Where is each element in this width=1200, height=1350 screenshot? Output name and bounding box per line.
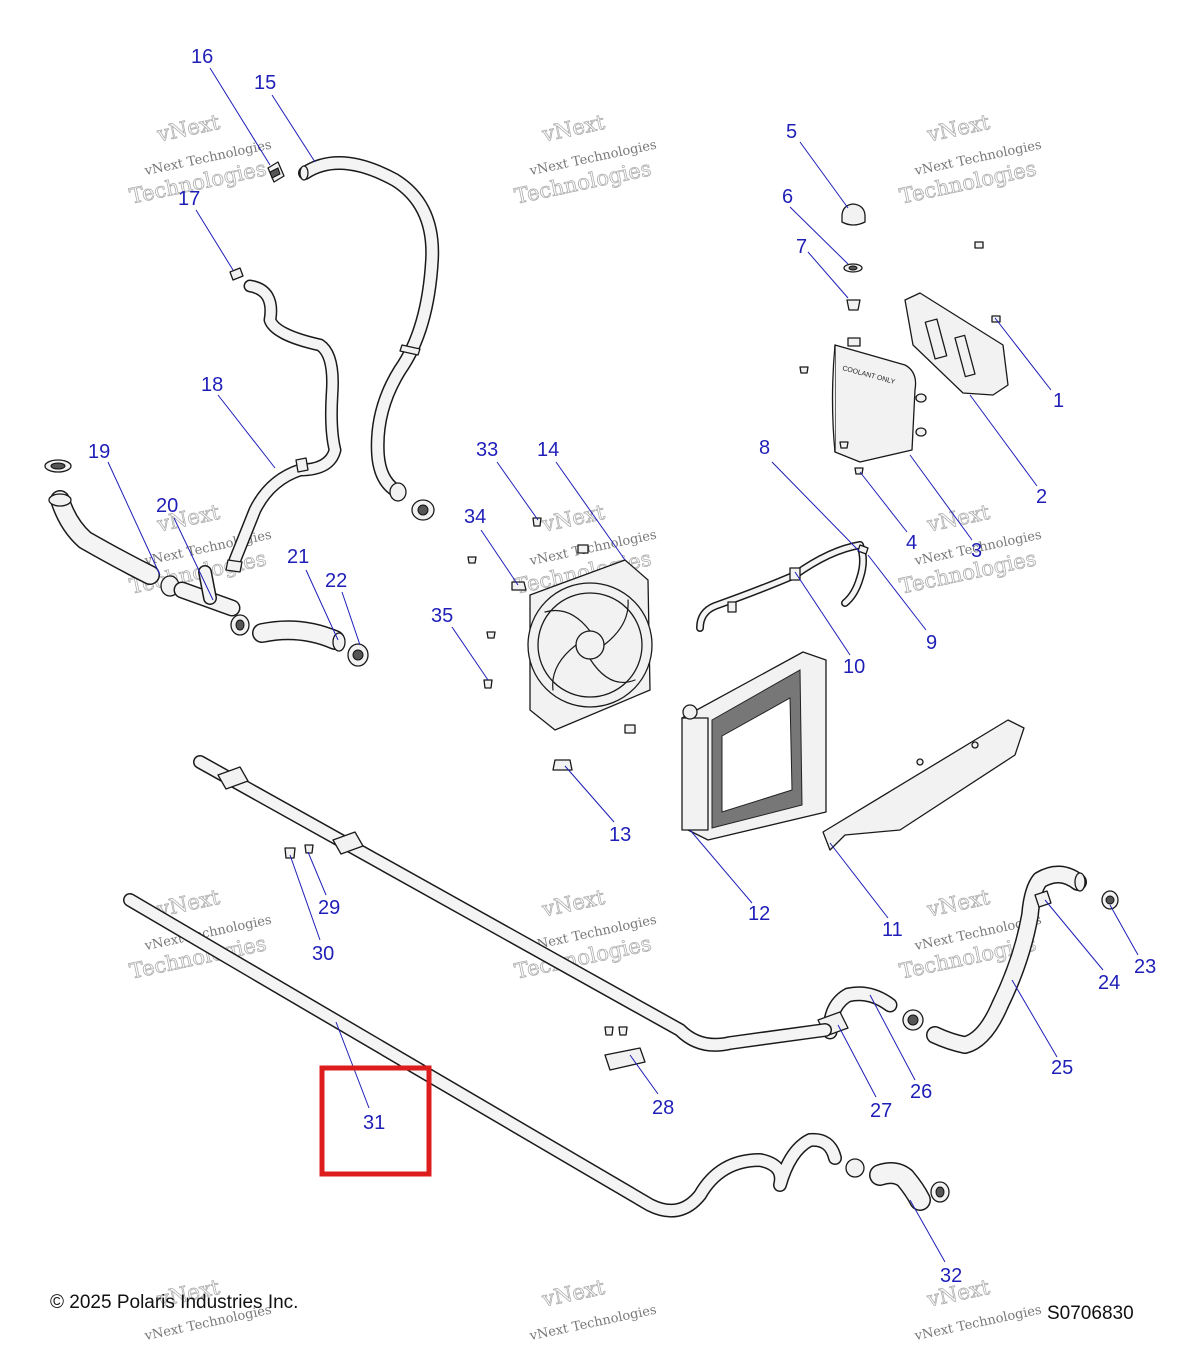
svg-text:vNext: vNext (539, 500, 607, 537)
cap-part-5[interactable] (841, 203, 866, 226)
callout-7: 7 (796, 236, 807, 258)
callout-4: 4 (906, 532, 917, 554)
clamp-hose-15-end[interactable] (389, 482, 435, 521)
callout-33: 33 (476, 439, 498, 461)
svg-text:vNext: vNext (154, 110, 222, 147)
watermark: vNext vNext Technologies (913, 1274, 1043, 1344)
callout-20: 20 (156, 495, 178, 517)
radiator-part-12[interactable] (681, 651, 827, 841)
clamp-part-16[interactable] (267, 161, 285, 183)
callout-12: 12 (748, 903, 770, 925)
tee-fitting-part-20[interactable] (160, 565, 250, 636)
clip-part-10[interactable] (727, 567, 801, 613)
bracket-part-2[interactable] (904, 292, 1009, 396)
svg-text:vNext: vNext (924, 885, 992, 922)
coolant-reservoir-part-3[interactable]: COOLANT ONLY (831, 337, 927, 463)
grommet-part-13[interactable] (552, 759, 573, 771)
callout-21: 21 (287, 546, 309, 568)
hose-part-8[interactable] (696, 541, 867, 632)
svg-text:vNext: vNext (924, 110, 992, 147)
svg-text:vNext: vNext (539, 1275, 607, 1312)
screw-part-33[interactable] (532, 517, 542, 527)
watermark: vNext vNext Technologies (528, 1274, 658, 1344)
screw-part-29[interactable] (304, 844, 314, 854)
hose-part-15[interactable] (298, 156, 440, 497)
coolant-pipe-upper[interactable] (193, 755, 832, 1052)
callout-22: 22 (325, 570, 347, 592)
svg-text:vNext: vNext (539, 885, 607, 922)
callout-1: 1 (1053, 390, 1064, 412)
highlight-box-callout-31 (319, 1065, 432, 1177)
callout-24: 24 (1098, 972, 1120, 994)
watermark: vNext vNext Technologies Technologies (512, 109, 658, 209)
callout-30: 30 (312, 943, 334, 965)
leader-lines (107, 67, 1139, 1263)
copyright-notice: © 2025 Polaris Industries Inc. (50, 1292, 299, 1313)
callout-18: 18 (201, 374, 223, 396)
washer-part-6[interactable] (843, 263, 863, 273)
callout-19: 19 (88, 441, 110, 463)
clamp-part-17[interactable] (229, 267, 244, 281)
watermark: vNext vNext Technologies Technologies (897, 109, 1043, 209)
screw-part-30[interactable] (284, 847, 296, 859)
hose-part-18[interactable] (225, 279, 342, 573)
clamp-part-23[interactable] (1101, 890, 1119, 910)
drawing-number: S0706830 (1047, 1303, 1134, 1324)
nut-part-34[interactable] (467, 556, 527, 591)
callout-8: 8 (759, 437, 770, 459)
callout-10: 10 (843, 656, 865, 678)
callout-31: 31 (363, 1112, 385, 1134)
hose-part-19[interactable] (44, 459, 160, 585)
callout-26: 26 (910, 1081, 932, 1103)
callout-numbers: 1 2 3 4 5 6 7 8 9 10 11 12 13 14 15 16 1… (88, 46, 1156, 1287)
hose-part-32[interactable] (869, 1162, 950, 1211)
callout-14: 14 (537, 439, 559, 461)
fitting-part-7[interactable] (846, 299, 861, 311)
callout-2: 2 (1036, 486, 1047, 508)
callout-32: 32 (940, 1265, 962, 1287)
callout-29: 29 (318, 897, 340, 919)
bracket-part-11[interactable] (822, 719, 1025, 851)
callout-9: 9 (926, 632, 937, 654)
callout-35: 35 (431, 605, 453, 627)
coolant-pipe-part-31[interactable] (123, 893, 865, 1218)
callout-5: 5 (786, 121, 797, 143)
bolt-part-1[interactable] (974, 241, 1001, 323)
callout-6: 6 (782, 186, 793, 208)
callout-25: 25 (1051, 1057, 1073, 1079)
clamp-part-28[interactable] (604, 1026, 646, 1071)
callout-28: 28 (652, 1097, 674, 1119)
callout-11: 11 (882, 919, 903, 941)
callout-17: 17 (178, 188, 200, 210)
callout-23: 23 (1134, 956, 1156, 978)
clip-part-9[interactable] (857, 544, 869, 555)
screw-part-35[interactable] (483, 631, 496, 689)
svg-text:vNext: vNext (539, 110, 607, 147)
svg-text:vNext: vNext (924, 500, 992, 537)
callout-15: 15 (254, 72, 276, 94)
fan-assembly-part-14[interactable] (527, 544, 653, 734)
hose-part-25[interactable] (926, 865, 1087, 1054)
clamp-part-22[interactable] (347, 643, 369, 667)
hose-part-21[interactable] (252, 620, 346, 652)
callout-16: 16 (191, 46, 213, 68)
callout-27: 27 (870, 1100, 892, 1122)
callout-3: 3 (971, 540, 982, 562)
callout-34: 34 (464, 506, 486, 528)
callout-13: 13 (609, 824, 631, 846)
